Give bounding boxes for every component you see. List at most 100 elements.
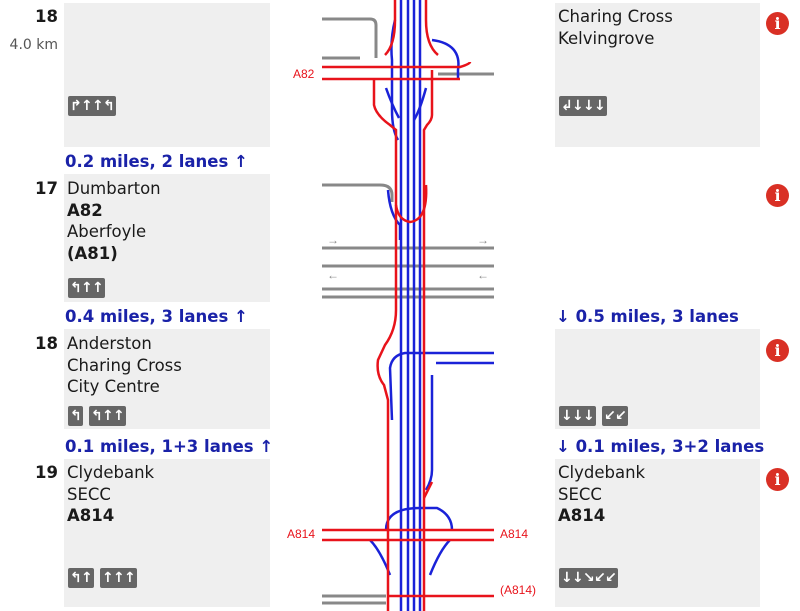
lane-group: ↱ ↑ ↑ ↰: [68, 96, 116, 116]
arrow-down-icon: ↓: [556, 307, 570, 326]
lane-group: ↓ ↓ ↘ ↙ ↙: [559, 568, 618, 588]
lane-arrow-icon: ↑: [102, 408, 114, 424]
lane-arrow-icon: ↰: [91, 408, 103, 424]
lane-arrow-icon: ↓: [572, 98, 584, 114]
lane-arrow-icon: ↓: [561, 570, 573, 586]
lane-indicator-right-4: ↓ ↓ ↘ ↙ ↙: [559, 568, 618, 588]
junction-number: 18: [35, 7, 58, 26]
blue-lane: [384, 87, 401, 119]
red-road: [424, 0, 439, 56]
lane-group: ↑ ↑ ↑: [100, 568, 137, 588]
lane-indicator-left-4: ↰ ↑ ↑ ↑ ↑: [68, 568, 137, 588]
destination: Charing Cross: [67, 355, 182, 375]
direction-arrows: → → ← ←: [327, 233, 489, 282]
lane-arrow-icon: ↙: [615, 408, 627, 424]
lane-arrow-icon: ↓: [572, 408, 584, 424]
lane-group: ↲ ↓ ↓ ↓: [559, 96, 607, 116]
blue-lane: [431, 38, 460, 80]
info-icon[interactable]: i: [766, 468, 789, 491]
lane-arrow-icon: ↑: [102, 570, 114, 586]
red-road: [384, 0, 397, 56]
segment-label-left-1: 0.2 miles, 2 lanes ↑: [65, 152, 248, 171]
lane-arrow-icon: ↙: [605, 570, 617, 586]
road-label-a814-right: A814: [500, 527, 528, 541]
lane-arrow-icon: ↙: [604, 408, 616, 424]
lane-group: ↰ ↑ ↑: [68, 278, 105, 298]
blue-lane: [412, 87, 428, 121]
junction-distance: 4.0 km: [9, 37, 58, 53]
destination: Anderston: [67, 334, 152, 353]
arrow-left-icon: ←: [327, 268, 339, 282]
lane-group: ↰ ↑ ↑: [89, 406, 126, 426]
lane-indicator-left-1: ↱ ↑ ↑ ↰: [68, 96, 116, 116]
lane-arrow-icon: ↱: [70, 98, 82, 114]
road-label-a814-paren: (A814): [500, 583, 536, 597]
lane-arrow-icon: ↰: [70, 570, 82, 586]
blue-lane: [384, 506, 454, 531]
grey-road-south: [322, 594, 386, 605]
lane-group: ↰ ↑: [68, 568, 94, 588]
segment-label-left-3: 0.1 miles, 1+3 lanes ↑: [65, 437, 273, 456]
segment-label-right-1: ↓ 0.5 miles, 3 lanes: [556, 307, 739, 326]
lane-indicator-right-3: ↓ ↓ ↓ ↙ ↙: [559, 406, 628, 426]
segment-text: 0.1 miles, 3+2 lanes: [575, 437, 765, 456]
road-label-a814-left: A814: [287, 527, 315, 541]
junction-number: 17: [35, 179, 58, 198]
destinations-left-2: Dumbarton A82 Aberfoyle (A81): [67, 178, 161, 264]
lane-arrow-icon: ↑: [124, 570, 136, 586]
lane-arrow-icon: ↓: [594, 98, 606, 114]
lane-arrow-icon: ↑: [113, 570, 125, 586]
destination: SECC: [558, 484, 602, 504]
lane-arrow-icon: ↓: [583, 408, 595, 424]
lane-arrow-icon: ↑: [81, 570, 93, 586]
info-icon[interactable]: i: [766, 339, 789, 362]
arrow-up-icon: ↑: [234, 152, 248, 171]
lane-arrow-icon: ↰: [70, 280, 82, 296]
lane-arrow-icon: ↰: [70, 408, 82, 424]
destination: Clydebank: [67, 463, 155, 482]
junction-card-left-4[interactable]: [64, 459, 270, 607]
arrow-right-icon: →: [327, 233, 339, 247]
destination: City Centre: [67, 377, 160, 396]
info-icon[interactable]: i: [766, 12, 789, 35]
destinations-left-4: Clydebank SECC A814: [67, 462, 154, 527]
lane-indicator-left-2: ↰ ↑ ↑: [68, 278, 105, 298]
red-road: [372, 80, 398, 310]
junction-card-right-1[interactable]: [555, 3, 760, 147]
destination: Kelvingrove: [558, 28, 655, 48]
lane-arrow-icon: ↑: [92, 98, 104, 114]
segment-label-left-2: 0.4 miles, 3 lanes ↑: [65, 307, 248, 326]
lane-arrow-icon: ↑: [81, 280, 93, 296]
red-road: [422, 481, 434, 499]
lane-arrow-icon: ↲: [561, 98, 573, 114]
lane-arrow-icon: ↓: [572, 570, 584, 586]
road-number: A82: [67, 200, 103, 220]
red-roads: [322, 0, 494, 611]
arrow-down-icon: ↓: [556, 437, 570, 456]
lane-arrow-icon: ↑: [113, 408, 125, 424]
segment-text: 0.5 miles, 3 lanes: [575, 307, 739, 326]
segment-label-right-2: ↓ 0.1 miles, 3+2 lanes: [556, 437, 764, 456]
lane-group: ↰: [68, 406, 83, 426]
red-road: [394, 184, 428, 224]
blue-lane: [388, 351, 494, 421]
arrow-right-icon: →: [477, 233, 489, 247]
grey-slip-road: [322, 17, 378, 58]
segment-text: 0.4 miles, 3 lanes: [65, 307, 229, 326]
lane-arrow-icon: ↓: [583, 98, 595, 114]
red-road: [322, 61, 472, 69]
lane-group: ↙ ↙: [602, 406, 628, 426]
destinations-right-1: Charing Cross Kelvingrove: [558, 6, 673, 49]
junction-card-left-1[interactable]: [64, 3, 270, 147]
junction-number: 19: [35, 463, 58, 482]
road-number: (A81): [67, 243, 118, 263]
lane-group: ↓ ↓ ↓: [559, 406, 596, 426]
junction-number: 18: [35, 334, 58, 353]
road-number: A814: [558, 506, 606, 525]
destination: Aberfoyle: [67, 222, 147, 241]
lane-arrow-icon: ↓: [561, 408, 573, 424]
destination: SECC: [67, 484, 111, 504]
destination: Charing Cross: [558, 7, 673, 26]
arrow-left-icon: ←: [477, 268, 489, 282]
info-icon[interactable]: i: [766, 184, 789, 207]
